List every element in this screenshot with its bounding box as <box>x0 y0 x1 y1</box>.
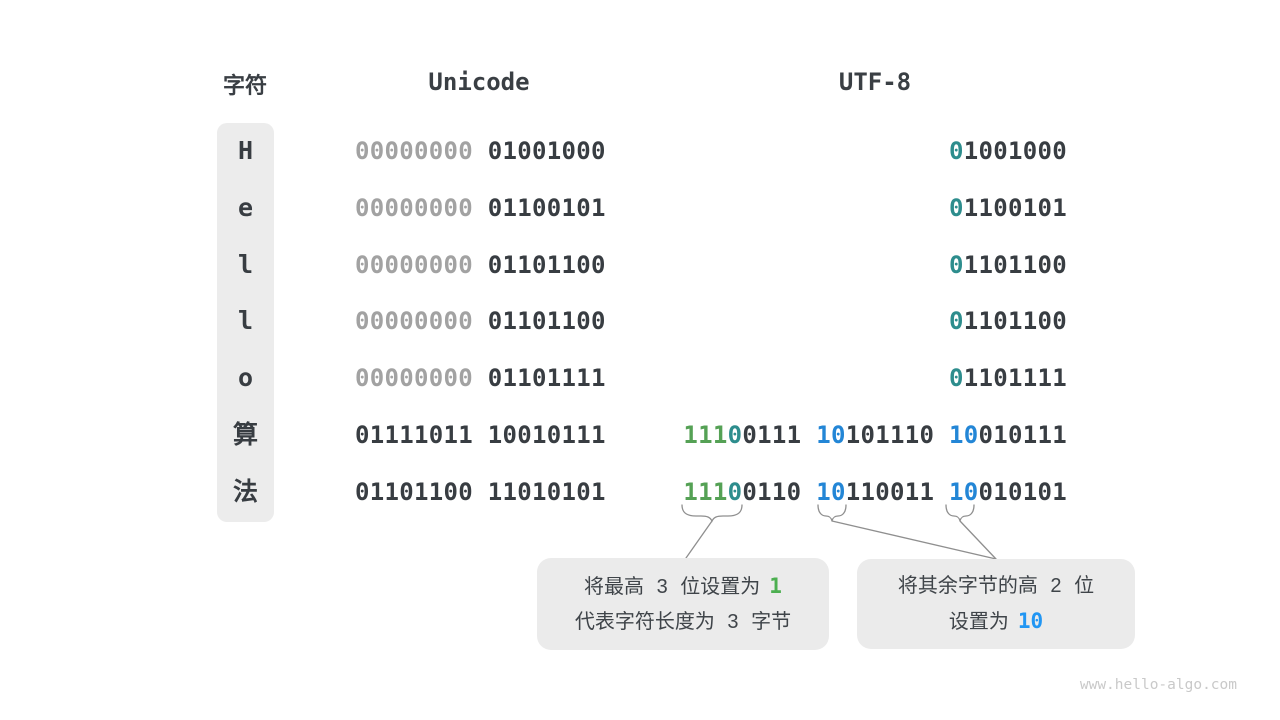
unicode-value: 00000000 01101111 <box>355 361 606 395</box>
unicode-low-byte: 01100101 <box>487 194 606 222</box>
connector-line-left-callout <box>685 520 713 559</box>
utf8-byte-1: 11100111 <box>683 421 801 449</box>
continuation-prefix-bits: 10 <box>816 478 846 506</box>
payload-bits: 1001000 <box>963 137 1067 165</box>
character-cell: 算 <box>232 420 258 449</box>
unicode-value: 01111011 10010111 <box>355 418 606 452</box>
utf8-byte: 01001000 <box>949 137 1067 165</box>
payload-bits: 010111 <box>978 421 1067 449</box>
callout-line: 将最高 3 位设置为 1 <box>537 569 829 605</box>
unicode-value: 00000000 01101100 <box>355 248 606 282</box>
terminator-bit: 0 <box>727 478 743 506</box>
unicode-low-byte: 01101100 <box>487 251 606 279</box>
prefix-bit: 0 <box>949 194 964 222</box>
utf8-byte: 01100101 <box>949 194 1067 222</box>
prefix-bit: 0 <box>949 364 964 392</box>
callout-text: 将最高 3 位设置为 <box>584 575 761 598</box>
utf8-byte-2: 10101110 <box>816 421 934 449</box>
payload-bits: 0110 <box>742 478 802 506</box>
unicode-low-byte: 11010101 <box>487 478 606 506</box>
payload-bits: 1101111 <box>963 364 1067 392</box>
utf8-value: 01001000 <box>949 134 1067 168</box>
callout-text: 设置为 <box>948 610 1009 633</box>
unicode-high-byte: 01101100 <box>355 478 473 506</box>
character-cell: 法 <box>232 477 258 506</box>
payload-bits: 1101100 <box>963 251 1067 279</box>
unicode-value: 01101100 11010101 <box>355 475 606 509</box>
continuation-prefix-bits: 10 <box>949 478 979 506</box>
column-header-char: 字符 <box>222 73 267 98</box>
prefix-bit: 0 <box>949 307 964 335</box>
utf8-byte: 01101100 <box>949 307 1067 335</box>
terminator-bit: 0 <box>727 421 743 449</box>
payload-bits: 0111 <box>742 421 802 449</box>
unicode-high-byte: 01111011 <box>355 421 473 449</box>
utf8-byte: 01101100 <box>949 251 1067 279</box>
watermark: www.hello-algo.com <box>1079 677 1237 693</box>
column-header-utf8: UTF-8 <box>838 68 912 96</box>
utf8-byte: 01101111 <box>949 364 1067 392</box>
character-cell: l <box>237 306 254 335</box>
payload-bits: 1101100 <box>963 307 1067 335</box>
payload-bits: 110011 <box>845 478 935 506</box>
utf8-byte-3: 10010111 <box>949 421 1067 449</box>
unicode-low-byte: 10010111 <box>487 421 606 449</box>
length-prefix-bits: 111 <box>683 478 728 506</box>
callout-line: 将其余字节的高 2 位 <box>897 574 1095 597</box>
utf8-value: 01101111 <box>949 361 1067 395</box>
unicode-high-byte: 00000000 <box>355 137 473 165</box>
unicode-value: 00000000 01100101 <box>355 191 606 225</box>
continuation-prefix-bits: 10 <box>949 421 979 449</box>
highlighted-bit-value: 10 <box>1017 608 1044 633</box>
unicode-low-byte: 01001000 <box>487 137 606 165</box>
prefix-bit: 0 <box>949 251 964 279</box>
prefix-bit: 0 <box>949 137 964 165</box>
length-prefix-bits: 111 <box>683 421 728 449</box>
unicode-high-byte: 00000000 <box>355 251 473 279</box>
unicode-high-byte: 00000000 <box>355 194 473 222</box>
utf8-byte-3: 10010101 <box>949 478 1067 506</box>
character-cell: o <box>237 363 254 392</box>
highlighted-bit-value: 1 <box>769 573 782 598</box>
payload-bits: 1100101 <box>963 194 1067 222</box>
callout-continuation-prefix: 将其余字节的高 2 位 设置为 10 <box>857 559 1135 649</box>
utf8-byte-2: 10110011 <box>816 478 934 506</box>
unicode-high-byte: 00000000 <box>355 307 473 335</box>
callout-line: 设置为 10 <box>857 604 1135 640</box>
connector-line-byte3-to-right-callout <box>959 520 997 560</box>
column-header-unicode: Unicode <box>428 68 530 96</box>
connector-line-byte2-to-right-callout <box>831 520 997 560</box>
unicode-high-byte: 00000000 <box>355 364 473 392</box>
character-cell: H <box>237 136 254 165</box>
utf8-value: 01100101 <box>949 191 1067 225</box>
character-column-panel <box>217 123 274 522</box>
unicode-low-byte: 01101100 <box>487 307 606 335</box>
unicode-value: 00000000 01001000 <box>355 134 606 168</box>
unicode-low-byte: 01101111 <box>487 364 606 392</box>
character-cell: l <box>237 250 254 279</box>
utf8-byte-1: 11100110 <box>683 478 801 506</box>
callout-line: 代表字符长度为 3 字节 <box>574 610 792 633</box>
callout-length-prefix: 将最高 3 位设置为 1 代表字符长度为 3 字节 <box>537 558 829 650</box>
payload-bits: 101110 <box>845 421 935 449</box>
character-cell: e <box>237 193 254 222</box>
utf8-value: 01101100 <box>949 248 1067 282</box>
payload-bits: 010101 <box>978 478 1067 506</box>
continuation-prefix-bits: 10 <box>816 421 846 449</box>
utf8-value: 01101100 <box>949 304 1067 338</box>
unicode-value: 00000000 01101100 <box>355 304 606 338</box>
